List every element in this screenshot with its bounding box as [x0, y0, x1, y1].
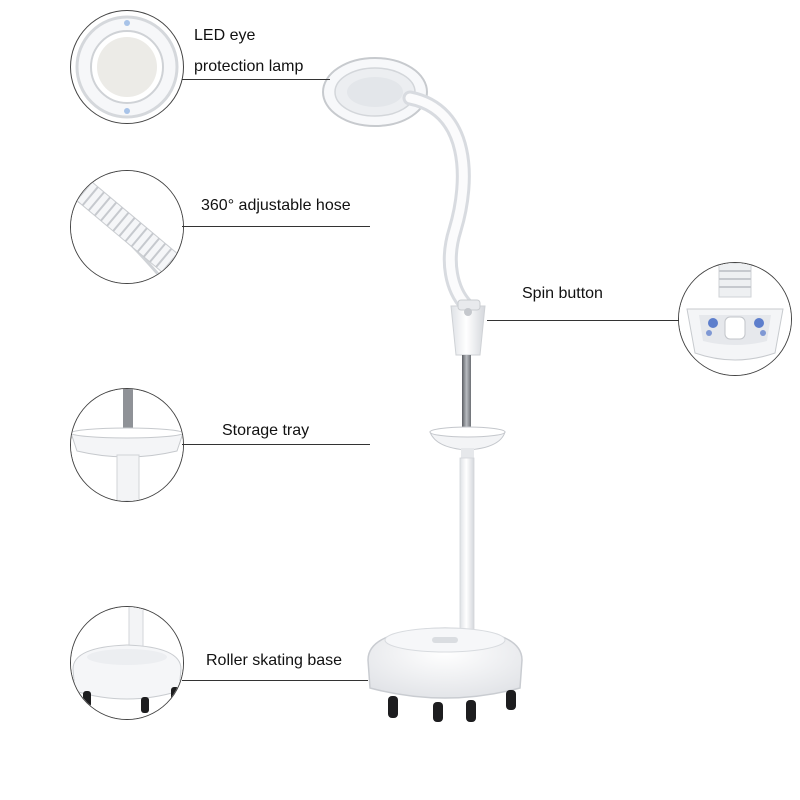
- led-lamp-label-line1: LED eye: [194, 27, 256, 44]
- metal-pole: [462, 355, 471, 435]
- base-detail: [70, 606, 184, 720]
- storage-tray-label: Storage tray: [222, 422, 310, 439]
- spin-button-label: Spin button: [522, 285, 603, 302]
- spin-button-detail: [678, 262, 792, 376]
- storage-tray-detail: [70, 388, 184, 502]
- roller-base: [367, 627, 523, 722]
- spin-button-leader: [487, 320, 679, 321]
- storage-tray-leader: [182, 444, 370, 445]
- led-lamp-detail: [70, 10, 184, 124]
- lower-pole: [459, 457, 475, 639]
- storage-tray: [429, 426, 506, 460]
- hose-label: 360° adjustable hose: [201, 197, 351, 214]
- led-lamp-label-line2: protection lamp: [194, 58, 304, 75]
- led-lamp-leader: [182, 79, 330, 80]
- spin-button-housing: [450, 299, 486, 356]
- base-label: Roller skating base: [206, 652, 343, 669]
- hose-leader: [182, 226, 370, 227]
- hose-detail: [70, 170, 184, 284]
- base-leader: [182, 680, 368, 681]
